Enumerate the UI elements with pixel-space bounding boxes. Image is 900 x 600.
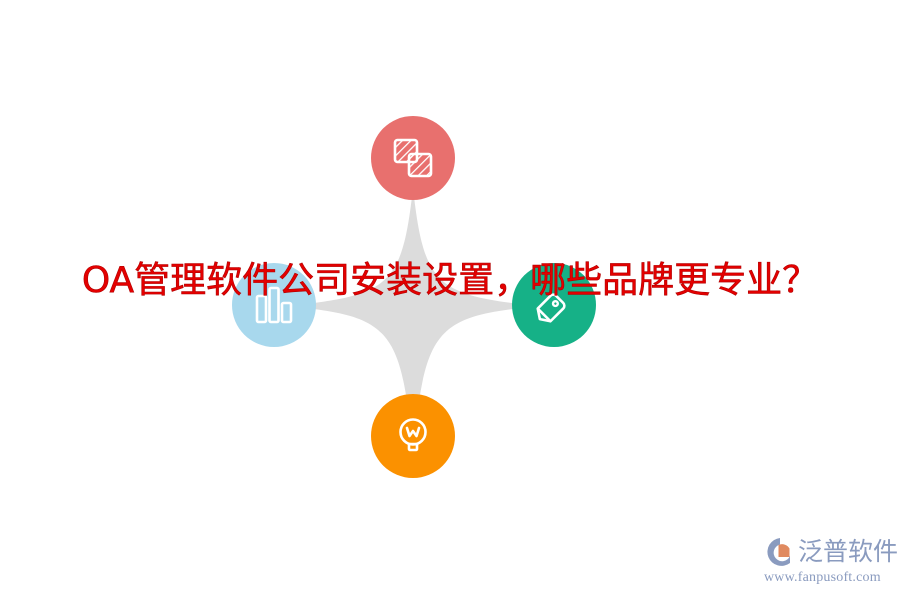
node-top-layers[interactable] (371, 116, 455, 200)
brand-watermark: 泛普软件 www.fanpusoft.com (764, 534, 899, 592)
bar-chart-icon (253, 284, 295, 326)
tag-label-icon (532, 283, 576, 327)
layers-copy-icon (390, 135, 436, 181)
brand-name: 泛普软件 (798, 537, 899, 566)
lightbulb-idea-icon (392, 415, 434, 457)
page-title: OA管理软件公司安装设置，哪些品牌更专业？ (81, 260, 819, 302)
fanpu-logo-mark-icon (764, 536, 796, 568)
node-left-bar-chart[interactable] (232, 263, 316, 347)
brand-url: www.fanpusoft.com (764, 570, 881, 585)
node-right-tag[interactable] (512, 263, 596, 347)
node-bottom-lightbulb[interactable] (371, 394, 455, 478)
